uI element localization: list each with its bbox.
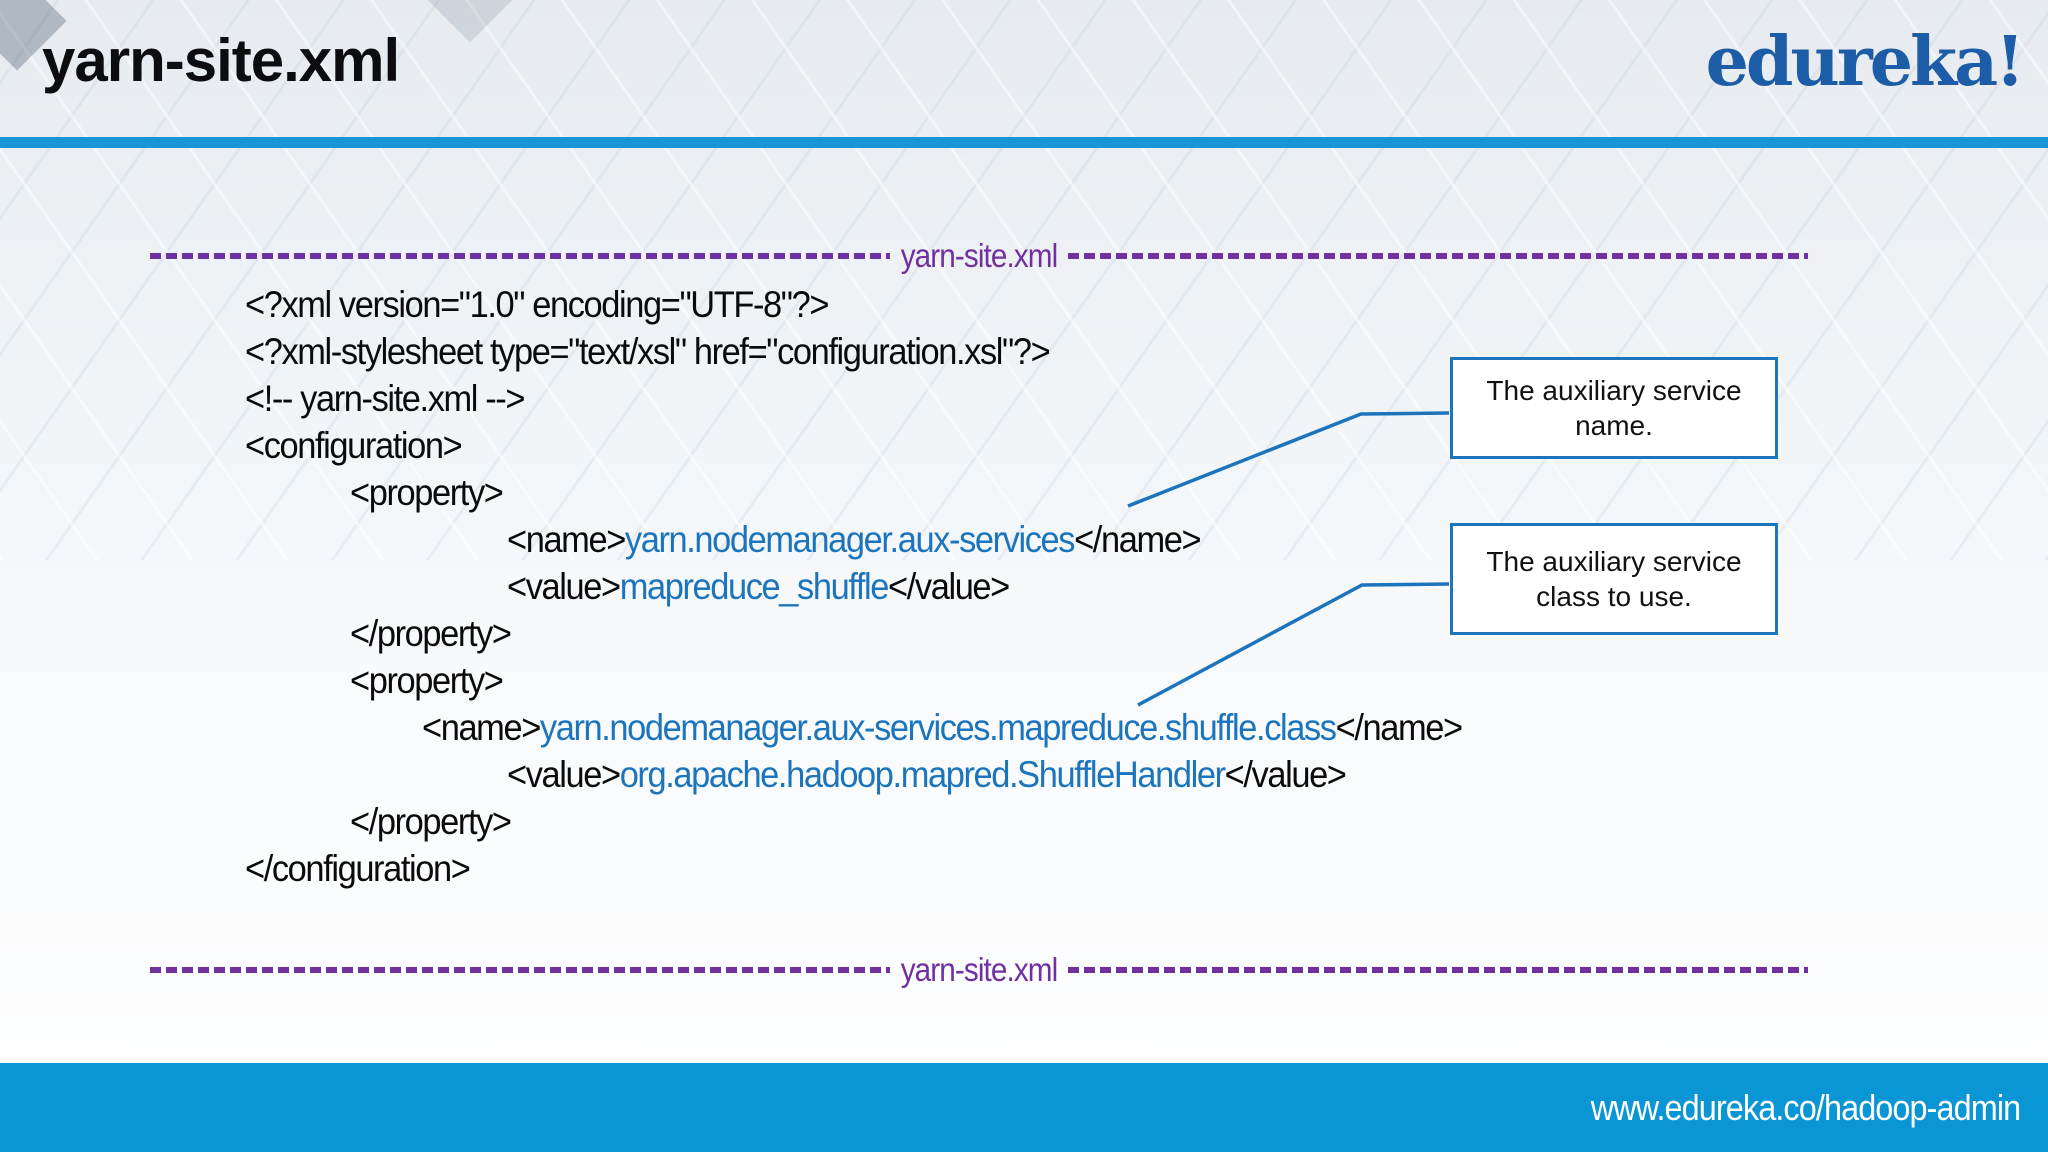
- edureka-logo: edureka!: [1705, 22, 2025, 102]
- code-line: <name>yarn.nodemanager.aux-services.mapr…: [422, 704, 1750, 751]
- code-tag-text: </name>: [1335, 707, 1463, 748]
- code-line: </configuration>: [245, 845, 1738, 892]
- code-tag-text: <name>: [507, 519, 626, 560]
- callout-text: The auxiliary service name.: [1486, 375, 1742, 441]
- code-tag-text: </name>: [1074, 519, 1201, 560]
- code-line: <?xml-stylesheet type="text/xsl" href="c…: [245, 328, 1738, 375]
- code-line: <configuration>: [245, 422, 1738, 469]
- code-line: <value>org.apache.hadoop.mapred.ShuffleH…: [507, 751, 1756, 798]
- code-value-text: org.apache.hadoop.mapred.ShuffleHandler: [619, 754, 1226, 795]
- separator-label: yarn-site.xml: [900, 951, 1059, 988]
- callout-aux-service-class: The auxiliary service class to use.: [1450, 523, 1778, 635]
- code-tag-text: </value>: [1224, 754, 1347, 795]
- code-tag-text: <configuration>: [245, 425, 463, 466]
- separator-dashes-right: [1068, 967, 1808, 973]
- separator-label: yarn-site.xml: [900, 237, 1059, 274]
- code-line: <name>yarn.nodemanager.aux-services</nam…: [507, 516, 1756, 563]
- header-divider-rule: [0, 137, 2048, 148]
- footer-url: www.edureka.co/hadoop-admin: [1543, 1087, 2020, 1129]
- code-line: <value>mapreduce_shuffle</value>: [507, 563, 1756, 610]
- code-tag-text: <value>: [507, 566, 621, 607]
- code-tag-text: <?xml-stylesheet type="text/xsl" href="c…: [245, 331, 1051, 372]
- separator-dashes-left: [150, 253, 890, 259]
- callout-aux-service-name: The auxiliary service name.: [1450, 357, 1778, 459]
- code-tag-text: <value>: [507, 754, 621, 795]
- separator-dashes-left: [150, 967, 890, 973]
- separator-bottom: yarn-site.xml: [150, 951, 1808, 988]
- background-accent: [427, 0, 513, 43]
- separator-dashes-right: [1068, 253, 1808, 259]
- code-tag-text: <!-- yarn-site.xml -->: [245, 378, 525, 419]
- code-line: </property>: [350, 798, 1745, 845]
- code-line: </property>: [350, 610, 1745, 657]
- code-tag-text: <property>: [350, 472, 504, 513]
- callout-text: The auxiliary service class to use.: [1486, 546, 1742, 612]
- code-tag-text: </property>: [350, 801, 512, 842]
- slide-title: yarn-site.xml: [42, 27, 400, 94]
- code-value-text: yarn.nodemanager.aux-services: [624, 519, 1076, 560]
- code-value-text: mapreduce_shuffle: [619, 566, 890, 607]
- code-tag-text: <property>: [350, 660, 504, 701]
- code-value-text: yarn.nodemanager.aux-services.mapreduce.…: [539, 707, 1337, 748]
- code-tag-text: </value>: [888, 566, 1010, 607]
- code-tag-text: </configuration>: [245, 848, 471, 889]
- code-line: <!-- yarn-site.xml -->: [245, 375, 1738, 422]
- code-line: <?xml version="1.0" encoding="UTF-8"?>: [245, 281, 1738, 328]
- code-tag-text: <?xml version="1.0" encoding="UTF-8"?>: [245, 284, 829, 325]
- code-line: <property>: [350, 657, 1745, 704]
- code-line: <property>: [350, 469, 1745, 516]
- separator-top: yarn-site.xml: [150, 237, 1808, 274]
- xml-code-block: <?xml version="1.0" encoding="UTF-8"?> <?…: [150, 281, 1850, 892]
- code-tag-text: <name>: [422, 707, 541, 748]
- footer-bar: [0, 1063, 2048, 1152]
- code-tag-text: </property>: [350, 613, 512, 654]
- footer-url-text: www.edureka.co/hadoop-admin: [1590, 1087, 2020, 1128]
